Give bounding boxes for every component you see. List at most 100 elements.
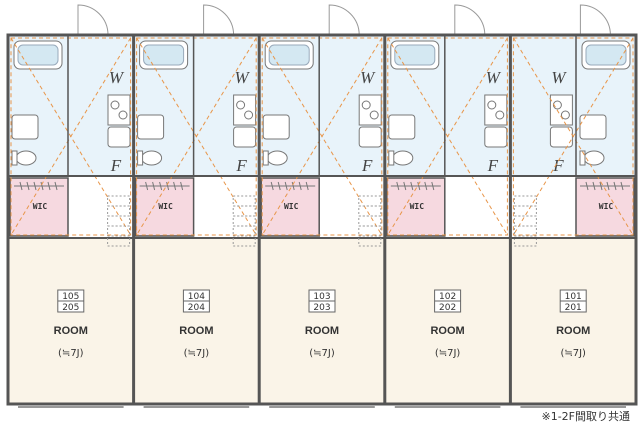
fridge-label: F — [487, 156, 499, 175]
room-size: (≒7J) — [435, 348, 461, 359]
hanger — [606, 181, 610, 191]
room-label: ROOM — [430, 325, 464, 337]
washer-label: W — [551, 68, 567, 87]
burner — [110, 100, 120, 110]
room-floor — [384, 238, 511, 404]
room-label: ROOM — [305, 325, 339, 337]
bathtub-basin — [268, 44, 310, 66]
hanger — [599, 181, 603, 191]
washer-label: W — [486, 68, 502, 87]
door-swing — [203, 4, 235, 36]
hanger — [291, 181, 295, 191]
hanger — [152, 181, 156, 191]
washbasin — [388, 114, 416, 140]
burner — [236, 100, 246, 110]
bathtub-basin — [143, 44, 185, 66]
beam-frame — [261, 37, 383, 236]
hanger — [166, 181, 170, 191]
hanger — [410, 181, 414, 191]
hanger — [424, 181, 428, 191]
sink — [484, 126, 508, 148]
room-size: (≒7J) — [184, 348, 210, 359]
wic-label: WIC — [599, 202, 614, 211]
washbasin — [137, 114, 165, 140]
room-size: (≒7J) — [309, 348, 335, 359]
hanger — [33, 181, 37, 191]
hanger — [277, 181, 281, 191]
washbasin — [11, 114, 39, 140]
door-swing — [328, 4, 360, 36]
room-number-1f: 104 — [188, 292, 205, 302]
wic-closet — [260, 177, 320, 237]
beam-frame — [136, 37, 257, 236]
bathtub-basin — [585, 44, 627, 66]
hanger — [47, 181, 51, 191]
hanger — [284, 181, 288, 191]
washbasin — [579, 114, 607, 140]
toilet — [266, 150, 288, 166]
washer-label: W — [109, 68, 125, 87]
fridge-label: F — [552, 156, 564, 175]
washer-label: W — [360, 68, 376, 87]
burner — [495, 110, 505, 120]
room-label: ROOM — [556, 325, 590, 337]
room-size: (≒7J) — [560, 348, 586, 359]
beam-line — [261, 37, 383, 236]
hanger — [173, 181, 177, 191]
wic-closet — [134, 177, 195, 237]
wic-closet — [386, 177, 446, 237]
hanger — [40, 181, 44, 191]
hanger — [613, 181, 617, 191]
sink — [358, 126, 382, 148]
hanger — [585, 181, 589, 191]
room-number-1f: 101 — [565, 292, 582, 302]
hanger — [270, 181, 274, 191]
room-number-2f: 205 — [62, 303, 79, 313]
footnote: ※1-2F間取り共通 — [541, 410, 630, 423]
wic-label: WIC — [33, 202, 48, 211]
hanger — [396, 181, 400, 191]
stove — [233, 94, 257, 126]
hanger — [305, 181, 309, 191]
toilet-tank — [388, 150, 395, 166]
beam-line — [387, 37, 508, 236]
wic-closet — [9, 177, 69, 237]
fridge-label: F — [110, 156, 122, 175]
toilet — [392, 150, 414, 166]
fridge-label: F — [361, 156, 373, 175]
wic-closet — [575, 177, 635, 237]
beam-frame — [512, 37, 634, 236]
burner — [118, 110, 128, 120]
hanger — [145, 181, 149, 191]
toilet — [141, 150, 163, 166]
stove — [358, 94, 382, 126]
toilet — [583, 150, 605, 166]
room-number-1f: 102 — [439, 292, 456, 302]
room-number-2f: 201 — [565, 303, 582, 313]
wic-label: WIC — [158, 202, 173, 211]
burner — [552, 100, 562, 110]
toilet-tank — [579, 150, 586, 166]
fridge-label: F — [235, 156, 247, 175]
room-floor — [510, 238, 636, 404]
room-number-1f: 105 — [62, 292, 79, 302]
beam-frame — [387, 37, 508, 236]
beam-line — [512, 37, 634, 236]
sink — [549, 126, 573, 148]
room-number-2f: 203 — [313, 303, 330, 313]
washbasin — [262, 114, 290, 140]
room-number-2f: 202 — [439, 303, 456, 313]
hanger — [403, 181, 407, 191]
door-swing — [579, 4, 611, 36]
outer-wall — [6, 33, 638, 406]
stove — [549, 94, 573, 126]
toilet-tank — [137, 150, 144, 166]
hanger — [298, 181, 302, 191]
wic-label: WIC — [284, 202, 299, 211]
hanger — [54, 181, 58, 191]
